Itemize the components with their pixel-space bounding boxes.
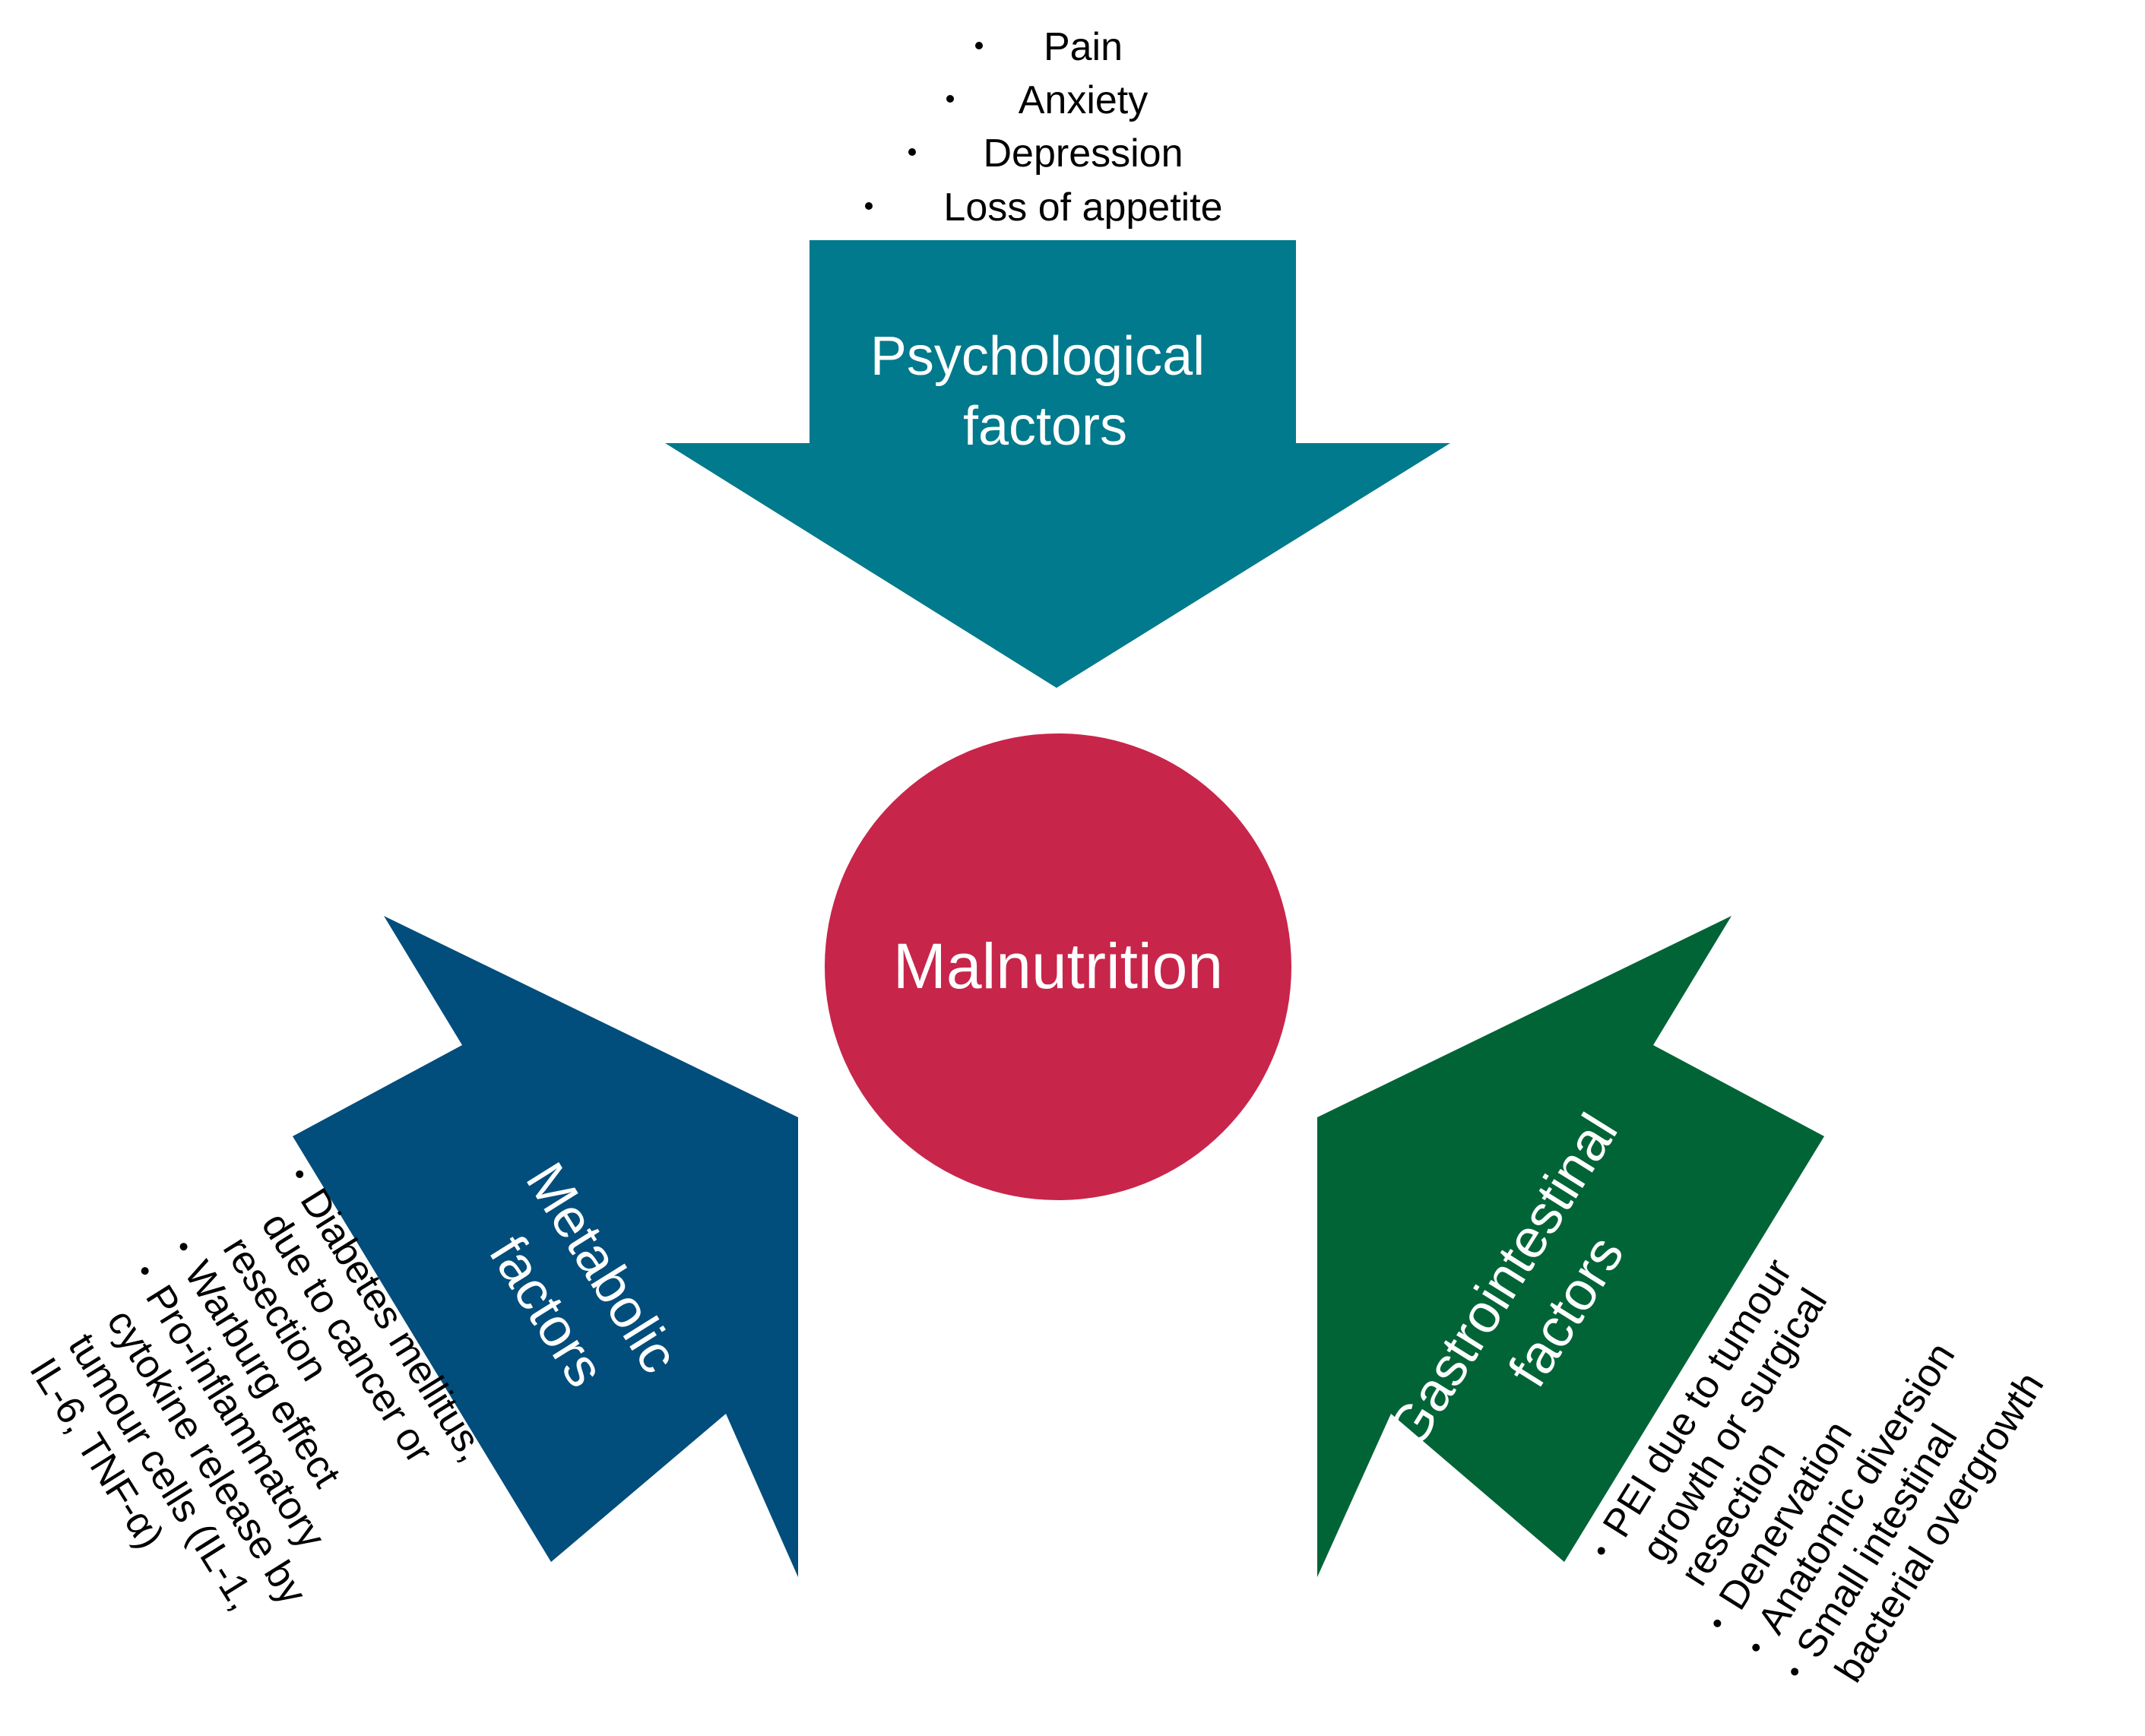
svg-text:Psychological factors: Psychological factors: [870, 326, 1220, 457]
list-item: Pain: [975, 25, 1123, 69]
metabolic-arrow-shape: [293, 916, 798, 1577]
psychological-arrow-shape: [665, 240, 1450, 688]
list-item: Depression: [908, 131, 1183, 176]
psychological-label-line2: factors: [963, 396, 1127, 457]
gastrointestinal-arrow: Gastrointestinal factors: [1317, 916, 1824, 1577]
bullet-icon: [865, 202, 873, 210]
svg-text:Depression: Depression: [983, 131, 1183, 176]
bullet-icon: [908, 148, 916, 156]
malnutrition-node: Malnutrition: [820, 729, 1296, 1205]
bullet-icon: [1597, 1547, 1605, 1555]
bullet-icon: [1752, 1643, 1760, 1652]
svg-text:Loss of appetite: Loss of appetite: [943, 185, 1222, 230]
svg-text:Anxiety: Anxiety: [1019, 78, 1149, 122]
malnutrition-circle: [820, 729, 1296, 1205]
bullet-icon: [141, 1267, 149, 1275]
bullet-icon: [1791, 1668, 1799, 1676]
psychological-arrow: Psychological factors: [665, 240, 1450, 688]
malnutrition-label: Malnutrition: [893, 930, 1223, 1002]
bullet-icon: [296, 1170, 304, 1178]
bullet-icon: [1713, 1619, 1722, 1627]
bullet-icon: [975, 42, 983, 49]
metabolic-arrow: Metabolic factors: [293, 916, 798, 1577]
gastrointestinal-arrow-shape: [1317, 916, 1824, 1577]
psychological-label-line1: Psychological: [870, 326, 1205, 387]
psychological-factor-list: Pain Anxiety Depression Loss of appetite: [865, 25, 1223, 230]
bullet-icon: [946, 95, 954, 103]
bullet-icon: [179, 1243, 188, 1251]
list-item: Anxiety: [946, 78, 1148, 122]
svg-text:Pain: Pain: [1044, 25, 1123, 69]
list-item: Loss of appetite: [865, 185, 1223, 230]
